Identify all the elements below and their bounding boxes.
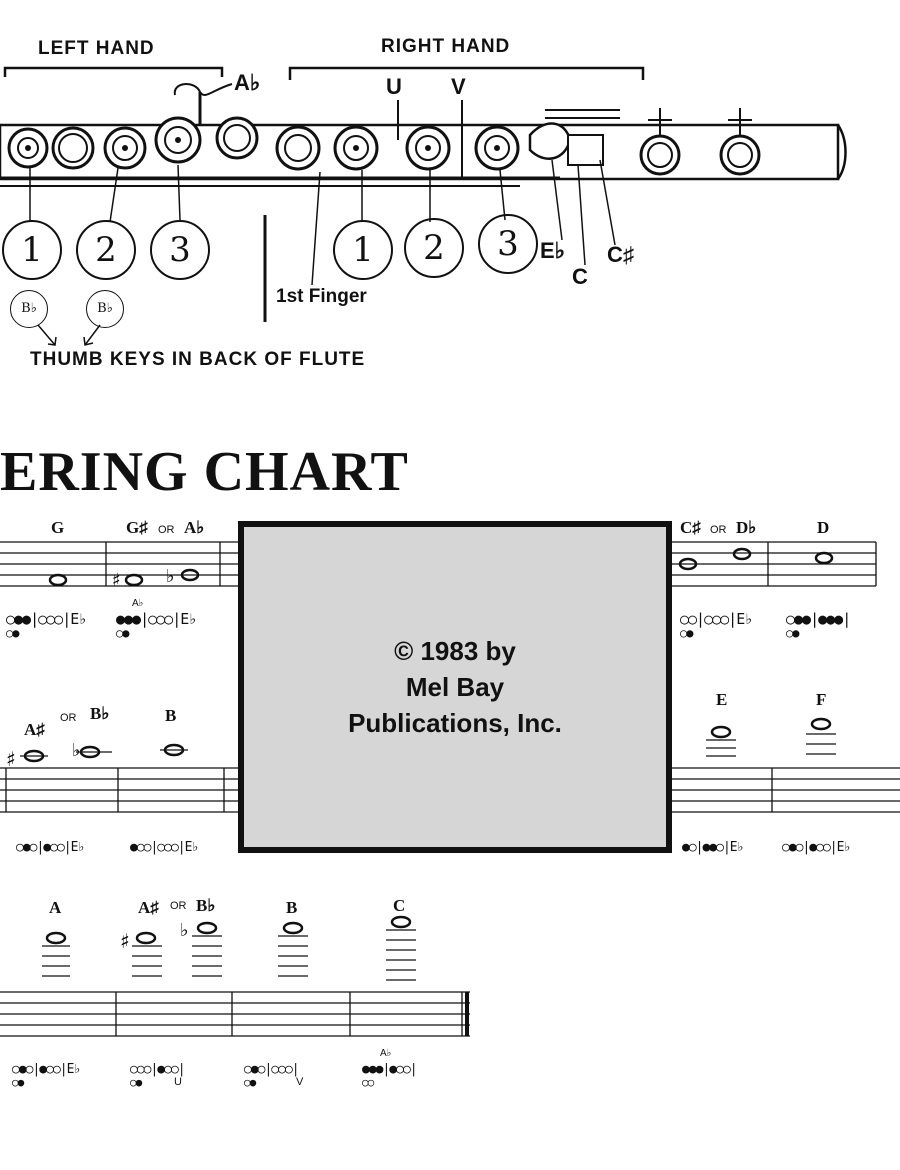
csharp-key-label: C♯: [607, 242, 634, 267]
note-f: F: [816, 690, 827, 709]
v-key-label: V: [451, 74, 466, 99]
note-asharp: A♯: [24, 720, 45, 739]
svg-text:♯: ♯: [112, 570, 121, 591]
right-finger-1: 1: [333, 220, 393, 280]
fingering-a-high-sub: ○●: [12, 1076, 24, 1089]
u-mark: U: [174, 1076, 182, 1088]
copyright-line-2: Mel Bay: [405, 672, 505, 702]
note-aflat: A♭: [184, 518, 205, 537]
fingering-gsharp-sub: ○●: [116, 626, 129, 640]
note-gsharp: G♯: [126, 518, 148, 537]
copyright-overlay: © 1983 by Mel Bay Publications, Inc.: [238, 521, 672, 853]
fingering-asharp-high-sub: ○●: [130, 1076, 142, 1089]
flute-drawing: [0, 66, 847, 346]
chart-title: ERING CHART: [0, 441, 409, 503]
or-label-4: OR: [170, 900, 187, 912]
note-b-high: B: [286, 898, 298, 917]
u-key-label: U: [386, 74, 402, 99]
svg-text:♭: ♭: [72, 740, 81, 761]
thumb-key-bb-1: B♭: [10, 290, 48, 328]
fingering-c-high: ●●●|●○○|: [362, 1062, 418, 1077]
thumb-key-bb-2: B♭: [86, 290, 124, 328]
v-mark: V: [296, 1076, 304, 1088]
svg-text:♯: ♯: [6, 747, 16, 771]
left-finger-3: 3: [150, 220, 210, 280]
fingering-b-high-sub: ○●: [244, 1076, 256, 1089]
ab-mark-row3: A♭: [380, 1048, 392, 1059]
first-finger-label: 1st Finger: [276, 286, 367, 307]
left-finger-2: 2: [76, 220, 136, 280]
note-g: G: [51, 518, 65, 537]
fingering-f: ○●○|●○○|E♭: [782, 840, 851, 855]
fingering-b-high: ○●○|○○○|: [244, 1062, 300, 1077]
fingering-g-sub: ○●: [6, 626, 19, 640]
fingering-gsharp: ●●●|○○○|E♭: [116, 610, 197, 628]
eb-key-label: E♭: [540, 238, 566, 263]
or-label-2: OR: [710, 524, 727, 536]
note-d: D: [817, 518, 830, 537]
svg-text:♯: ♯: [120, 929, 130, 953]
or-label-3: OR: [60, 712, 77, 724]
note-csharp: C♯: [680, 518, 701, 537]
flute-diagram: LEFT HAND RIGHT HAND A♭ U V E♭ C C♯ 1 2 …: [0, 0, 900, 400]
fingering-csharp-sub: ○●: [680, 626, 693, 640]
svg-text:♭: ♭: [180, 920, 189, 941]
note-b: B: [165, 706, 177, 725]
copyright-line-1: © 1983 by: [394, 636, 516, 666]
note-asharp-high: A♯: [138, 898, 159, 917]
svg-text:♭: ♭: [166, 566, 175, 587]
fingering-a-high: ○●○|●○○|E♭: [12, 1062, 81, 1077]
left-hand-label: LEFT HAND: [38, 38, 155, 59]
left-finger-1: 1: [2, 220, 62, 280]
fingering-d: ○●●|●●●|: [786, 610, 851, 628]
staff-row-3: ♯ ♭ A A♯ OR B♭ B C A♭ ○●○|●○○|E♭ ○● ○○○|…: [0, 890, 900, 1100]
note-e: E: [716, 690, 728, 709]
fingering-asharp: ○●○|●○○|E♭: [16, 840, 85, 855]
fingering-b: ●○○|○○○|E♭: [130, 840, 199, 855]
fingering-d-sub: ○●: [786, 626, 799, 640]
fingering-asharp-high: ○○○|●○○|: [130, 1062, 186, 1077]
fingering-csharp: ○○|○○○|E♭: [680, 610, 753, 628]
ab-key-label: A♭: [234, 70, 261, 95]
fingering-c-high-sub: ○○: [362, 1076, 374, 1089]
right-finger-3: 3: [478, 214, 538, 274]
copyright-line-3: Publications, Inc.: [348, 708, 562, 738]
note-bflat-high: B♭: [196, 896, 216, 915]
note-bflat: B♭: [90, 704, 110, 723]
c-key-label: C: [572, 264, 588, 289]
note-c-high: C: [393, 896, 406, 915]
right-finger-2: 2: [404, 218, 464, 278]
thumb-keys-caption: THUMB KEYS IN BACK OF FLUTE: [30, 349, 366, 370]
fingering-g: ○●●|○○○|E♭: [6, 610, 87, 628]
staff-lines-3: ♯ ♭: [0, 915, 470, 1037]
note-a-high: A: [49, 898, 62, 917]
note-dflat: D♭: [736, 518, 757, 537]
fingering-e: ●○|●●○|E♭: [682, 840, 744, 855]
or-label-1: OR: [158, 524, 175, 536]
ab-mark-row1: A♭: [132, 598, 144, 609]
right-hand-label: RIGHT HAND: [381, 36, 511, 57]
